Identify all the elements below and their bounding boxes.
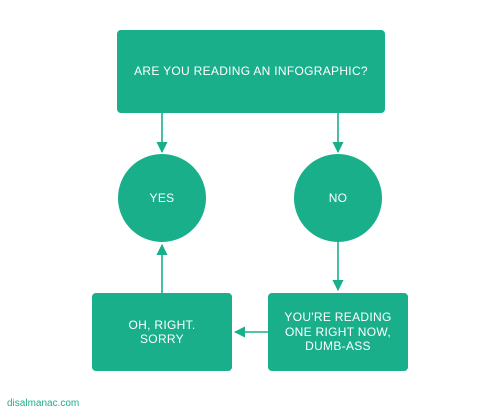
yes-circle	[118, 154, 206, 242]
no-circle	[294, 154, 382, 242]
no-label: NO	[328, 190, 348, 205]
reading-now-box	[268, 293, 408, 371]
sorry-label: OH, RIGHT. SORRY	[128, 317, 196, 346]
sorry-box	[92, 293, 232, 371]
yes-label: YES	[149, 190, 175, 205]
reading-now-label: YOU'RE READING ONE RIGHT NOW, DUMB-ASS	[284, 310, 392, 354]
question-label: ARE YOU READING AN INFOGRAPHIC?	[134, 64, 368, 79]
question-box	[117, 30, 385, 113]
site-credit: disalmanac.com	[7, 398, 80, 409]
